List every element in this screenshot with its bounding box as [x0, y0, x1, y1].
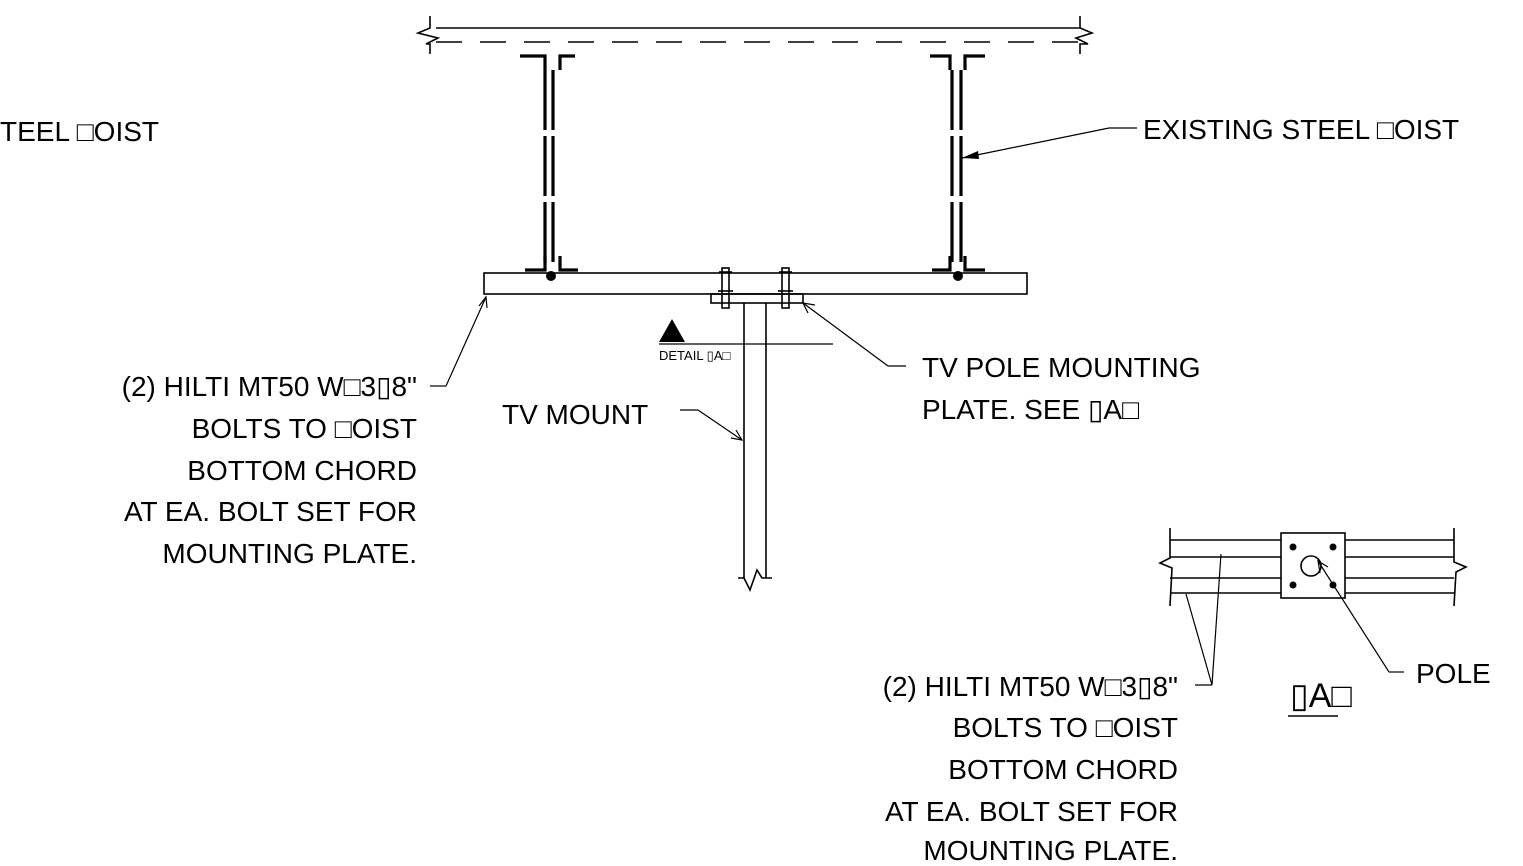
right-joist-label: EXISTING STEEL □OIST	[1143, 114, 1459, 145]
detail-marker-label: DETAIL ▯A□	[659, 348, 731, 363]
pole-circle	[1300, 555, 1322, 577]
bolts-note-1-line-3: BOTTOM CHORD	[187, 455, 417, 486]
top-deck	[415, 16, 1095, 54]
bolts-note-2-line-3: BOTTOM CHORD	[948, 754, 1178, 785]
bolts-note-1: (2) HILTI MT50 W□3▯8" BOLTS TO □OIST BOT…	[122, 371, 417, 569]
pole-label: POLE	[1416, 658, 1491, 689]
plan-detail-a	[1158, 528, 1468, 717]
detail-marker: DETAIL ▯A□	[659, 319, 833, 363]
bolts-note-2-line-4: AT EA. BOLT SET FOR	[885, 796, 1178, 827]
plan-mounting-plate	[1280, 532, 1346, 599]
bolts-note-2-line-2: BOLTS TO □OIST	[953, 712, 1178, 743]
tv-mount-pole	[738, 303, 772, 593]
bolts-note-2-line-1: (2) HILTI MT50 W□3▯8"	[883, 671, 1178, 702]
left-joist-web	[520, 54, 578, 281]
left-joist-label: TEEL □OIST	[0, 116, 159, 147]
bolts-note-1-line-2: BOLTS TO □OIST	[192, 413, 417, 444]
bolts-note-2-line-5: MOUNTING PLATE.	[923, 835, 1178, 866]
plate-callout-line-2: PLATE. SEE ▯A□	[922, 394, 1139, 425]
right-joist-web	[930, 54, 985, 281]
bottom-chord	[483, 272, 1028, 295]
bolts-note-1-line-5: MOUNTING PLATE.	[162, 538, 417, 569]
plate-callout-line-1: TV POLE MOUNTING	[922, 352, 1200, 383]
section-a-title: ▯A□	[1290, 677, 1352, 715]
tv-mount-label: TV MOUNT	[502, 399, 648, 430]
bolts-note-2: (2) HILTI MT50 W□3▯8" BOLTS TO □OIST BOT…	[883, 671, 1178, 866]
mounting-plate	[710, 267, 804, 309]
bolts-note-1-line-4: AT EA. BOLT SET FOR	[124, 496, 417, 527]
leaders	[430, 127, 1137, 441]
bolts-note-1-line-1: (2) HILTI MT50 W□3▯8"	[122, 371, 417, 402]
section-triangle-icon	[659, 319, 685, 342]
